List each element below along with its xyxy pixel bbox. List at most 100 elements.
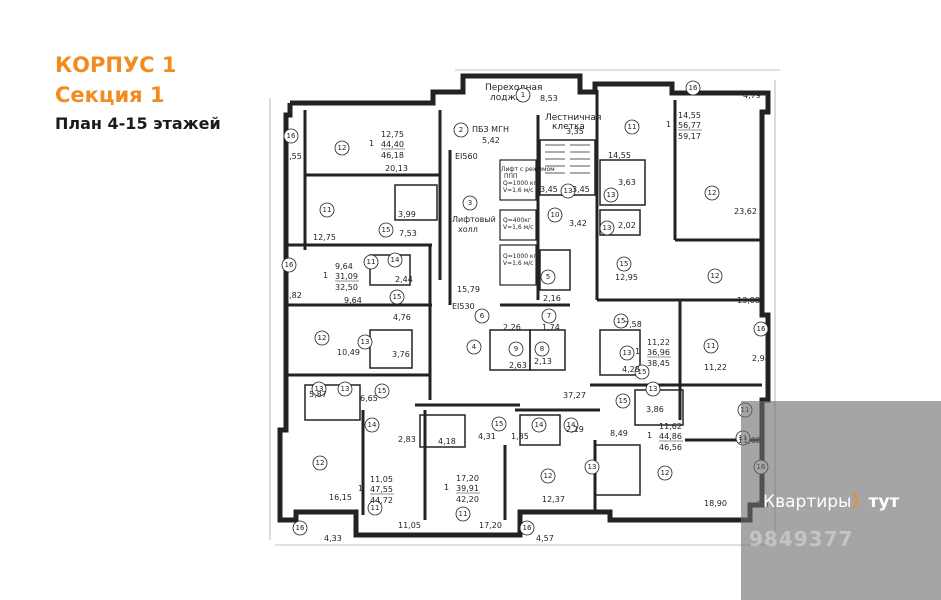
svg-text:15: 15 <box>393 293 402 301</box>
room-type-marker: 11 <box>363 254 379 270</box>
svg-text:13: 13 <box>315 385 324 393</box>
room-type-marker: 11 <box>703 338 719 354</box>
room-area: 3,45 <box>572 185 590 194</box>
room-type-marker: 15 <box>615 393 631 409</box>
apartment-total: 44,86 <box>659 432 682 441</box>
room-area: 3,99 <box>398 210 416 219</box>
svg-text:13: 13 <box>623 349 632 357</box>
room-area: 2,26 <box>503 323 521 332</box>
room-area: 12,95 <box>615 273 638 282</box>
svg-text:12: 12 <box>318 334 327 342</box>
room-type-marker: 12 <box>540 468 556 484</box>
svg-text:15: 15 <box>638 368 647 376</box>
room-area: 3,45 <box>540 185 558 194</box>
svg-text:11: 11 <box>707 342 716 350</box>
room-type-marker: 8 <box>534 341 550 357</box>
svg-text:11: 11 <box>367 258 376 266</box>
room-area: 2,44 <box>395 275 413 284</box>
room-type-marker: 4 <box>466 339 482 355</box>
room-type-marker: 15 <box>634 364 650 380</box>
room-area: 3,42 <box>569 219 587 228</box>
pz-area: 5,42 <box>482 136 500 145</box>
room-area: 11,05 <box>398 521 421 530</box>
room-type-marker: 16 <box>281 257 297 273</box>
room-area: 6,65 <box>360 394 378 403</box>
plan-title: План 4-15 этажей <box>55 114 221 133</box>
apartment-rooms: 1 <box>666 120 671 129</box>
apartment-gross: 59,17 <box>678 132 701 141</box>
room-type-marker: 11 <box>455 506 471 522</box>
room-type-marker: 12 <box>707 268 723 284</box>
svg-text:7: 7 <box>547 312 551 320</box>
room-type-marker: 13 <box>357 334 373 350</box>
room-type-marker: 16 <box>283 128 299 144</box>
svg-text:14: 14 <box>391 256 400 264</box>
apartment-rooms: 1 <box>444 483 449 492</box>
room-type-marker: 14 <box>387 252 403 268</box>
svg-text:15: 15 <box>620 260 629 268</box>
apartment-gross: 32,50 <box>335 283 358 292</box>
room-area: 37,27 <box>563 391 586 400</box>
room-area: 16,15 <box>329 493 352 502</box>
room-type-marker: 16 <box>519 520 535 536</box>
svg-text:13: 13 <box>341 385 350 393</box>
room-area: 7,53 <box>399 229 417 238</box>
room-area: 2,82 <box>284 291 302 300</box>
room-area: 3,35 <box>566 127 584 136</box>
brand-bold: тут <box>868 492 900 512</box>
room-type-marker: 10 <box>547 207 563 223</box>
room-type-marker: 13 <box>311 381 327 397</box>
room-area: 1,74 <box>542 323 560 332</box>
svg-text:5: 5 <box>546 273 550 281</box>
svg-text:12: 12 <box>544 472 553 480</box>
room-type-marker: 9 <box>508 341 524 357</box>
apartment-total: 47,55 <box>370 485 393 494</box>
room-area: 3,76 <box>392 350 410 359</box>
apartment-living: 9,64 <box>335 262 353 271</box>
svg-text:1: 1 <box>521 91 525 99</box>
svg-text:8: 8 <box>540 345 544 353</box>
room-type-marker: 15 <box>389 289 405 305</box>
apartment-total: 31,09 <box>335 272 358 281</box>
svg-text:14: 14 <box>368 421 377 429</box>
apartment-living: 11,05 <box>370 475 393 484</box>
section-title: Секция 1 <box>55 83 165 107</box>
room-area: 18,90 <box>704 499 727 508</box>
title-block: КОРПУС 1 Секция 1 План 4-15 этажей <box>55 50 221 138</box>
room-area: 4,18 <box>438 437 456 446</box>
pz-mgn-label: ПБЗ МГН <box>472 125 509 134</box>
room-type-marker: 11 <box>624 119 640 135</box>
svg-text:15: 15 <box>382 226 391 234</box>
apartment-living: 11,22 <box>647 338 670 347</box>
room-type-marker: 14 <box>364 417 380 433</box>
apartment-gross: 38,45 <box>647 359 670 368</box>
room-area: 14,55 <box>608 151 631 160</box>
svg-text:15: 15 <box>495 420 504 428</box>
svg-text:16: 16 <box>523 524 532 532</box>
svg-text:12: 12 <box>711 272 720 280</box>
room-area: 20,13 <box>385 164 408 173</box>
svg-text:13: 13 <box>607 191 616 199</box>
room-type-marker: 16 <box>685 80 701 96</box>
building-title: КОРПУС 1 <box>55 53 177 77</box>
svg-text:3: 3 <box>468 199 472 207</box>
room-type-marker: 2 <box>453 122 469 138</box>
room-area: 2,63 <box>509 361 527 370</box>
room-type-marker: 15 <box>491 416 507 432</box>
room-area: 3,86 <box>646 405 664 414</box>
room-type-marker: 11 <box>319 202 335 218</box>
room-area: 2,83 <box>398 435 416 444</box>
arrow-icon: 〉 <box>851 492 869 512</box>
room-type-marker: 15 <box>374 383 390 399</box>
room-type-marker: 3 <box>462 195 478 211</box>
svg-text:16: 16 <box>689 84 698 92</box>
room-type-marker: 13 <box>603 187 619 203</box>
